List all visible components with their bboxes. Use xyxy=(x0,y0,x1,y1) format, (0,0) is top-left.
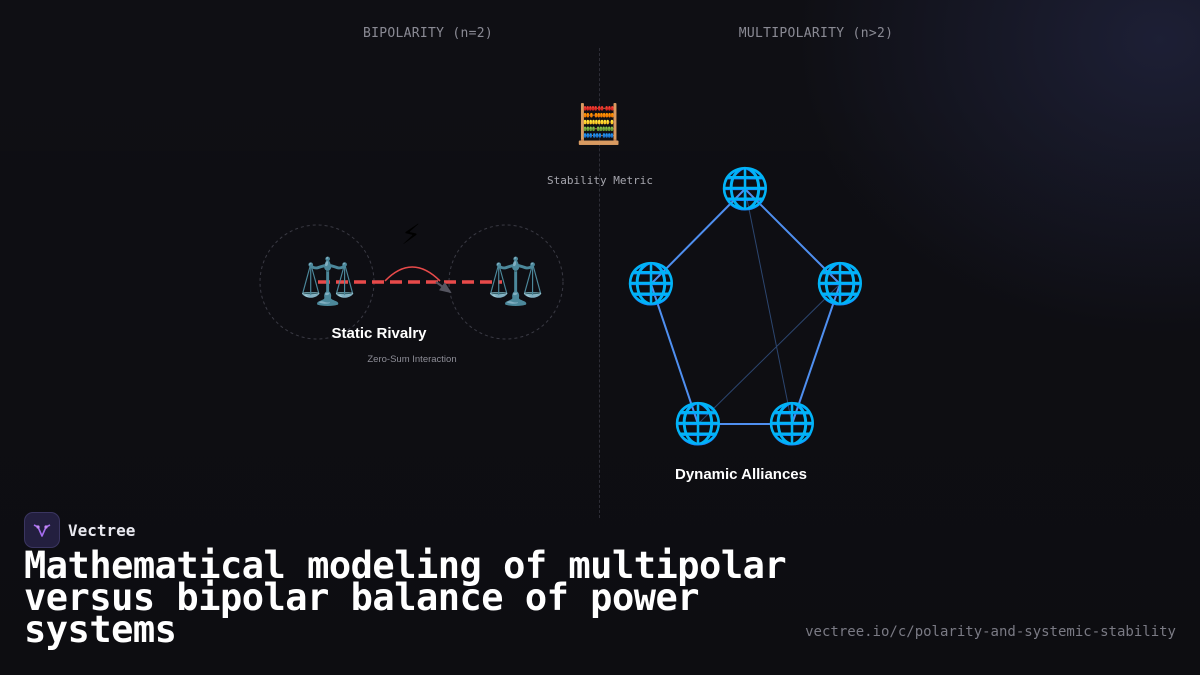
interaction-arrow xyxy=(435,281,452,294)
interaction-arc xyxy=(384,266,441,282)
globe-icon: 🌐 xyxy=(720,166,770,212)
vectree-logo-icon xyxy=(24,512,60,548)
brand-name: Vectree xyxy=(68,520,136,540)
pole-b-orbit xyxy=(448,224,564,340)
alliance-edges xyxy=(650,188,841,425)
alliance-edge xyxy=(744,188,841,285)
stability-metric-label: Stability Metric xyxy=(547,174,653,187)
multipolarity-label: MULTIPOLARITY (n>2) xyxy=(738,26,894,41)
weak-alliance-edge xyxy=(744,188,793,425)
source-url[interactable]: vectree.io/c/polarity-and-systemic-stabi… xyxy=(805,624,1176,640)
zero-sum-label: Zero-Sum Interaction xyxy=(367,354,457,365)
bipolarity-label: BIPOLARITY (n=2) xyxy=(362,26,494,41)
alliance-edge xyxy=(650,188,746,285)
globe-icon: 🌐 xyxy=(815,261,865,307)
alliance-edge xyxy=(791,283,841,425)
globe-icon: 🌐 xyxy=(767,401,817,447)
balance-scale-icon: ⚖️ xyxy=(299,254,357,308)
panel-divider xyxy=(599,48,600,518)
globe-icon: 🌐 xyxy=(673,401,723,447)
page-title: Mathematical modeling of multipolar vers… xyxy=(24,544,787,651)
balance-scale-icon: ⚖️ xyxy=(487,254,545,308)
static-rivalry-label: Static Rivalry xyxy=(331,325,427,342)
dynamic-alliances-label: Dynamic Alliances xyxy=(674,466,808,483)
abacus-icon: 🧮 xyxy=(575,102,623,146)
weak-alliance-edge xyxy=(697,283,841,425)
alliance-edge xyxy=(650,283,699,425)
globe-icon: 🌐 xyxy=(626,261,676,307)
brand[interactable]: Vectree xyxy=(24,512,135,548)
lightning-icon: ⚡ xyxy=(401,218,421,251)
